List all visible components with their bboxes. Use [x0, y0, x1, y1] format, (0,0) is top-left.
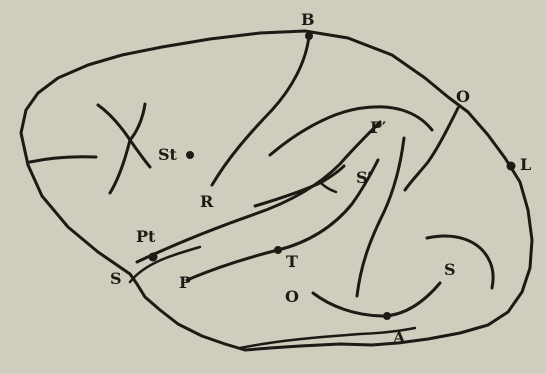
point-B — [305, 32, 313, 40]
point-Pt — [148, 252, 158, 262]
p-prime-sulcus — [355, 136, 406, 298]
point-A — [383, 312, 391, 320]
label-S-prime: S′ — [356, 168, 372, 187]
label-P-prime: P′ — [370, 118, 386, 137]
label-P: P — [179, 273, 191, 292]
s-prime-branch — [253, 164, 346, 208]
superior-temporal-sulcus — [185, 158, 380, 282]
inferior-occipital-sulcus — [311, 281, 442, 318]
lateral-fissure-lower — [128, 245, 202, 284]
label-S-right: S — [444, 260, 456, 279]
arcuate-sulcus — [96, 103, 132, 142]
arcuate-sulcus-stem — [108, 138, 132, 195]
lunate-sulcus — [403, 106, 460, 192]
sylvian-fissure — [135, 120, 382, 264]
label-L: L — [520, 155, 531, 174]
point-L — [506, 161, 516, 171]
label-T: T — [286, 252, 298, 271]
point-St — [186, 151, 194, 159]
label-B: B — [301, 10, 315, 29]
label-Pt: Pt — [136, 227, 156, 246]
ventral-contour — [238, 326, 417, 350]
arcuate-sulcus-branch-upper — [128, 102, 147, 142]
principal-sulcus — [28, 155, 98, 164]
label-St: St — [158, 145, 178, 164]
point-T — [274, 246, 282, 254]
intraparietal-sulcus — [268, 105, 434, 157]
label-S-left: S — [110, 269, 122, 288]
label-A: A — [392, 328, 406, 347]
occipital-sulcus — [425, 234, 495, 290]
label-R: R — [200, 192, 214, 211]
label-O-top: O — [456, 87, 470, 106]
s-prime-spur — [319, 181, 338, 194]
arcuate-sulcus-branch-lower — [128, 138, 152, 169]
central-sulcus — [210, 34, 311, 187]
label-O-bottom: O — [285, 287, 299, 306]
brain-outline — [19, 29, 534, 352]
